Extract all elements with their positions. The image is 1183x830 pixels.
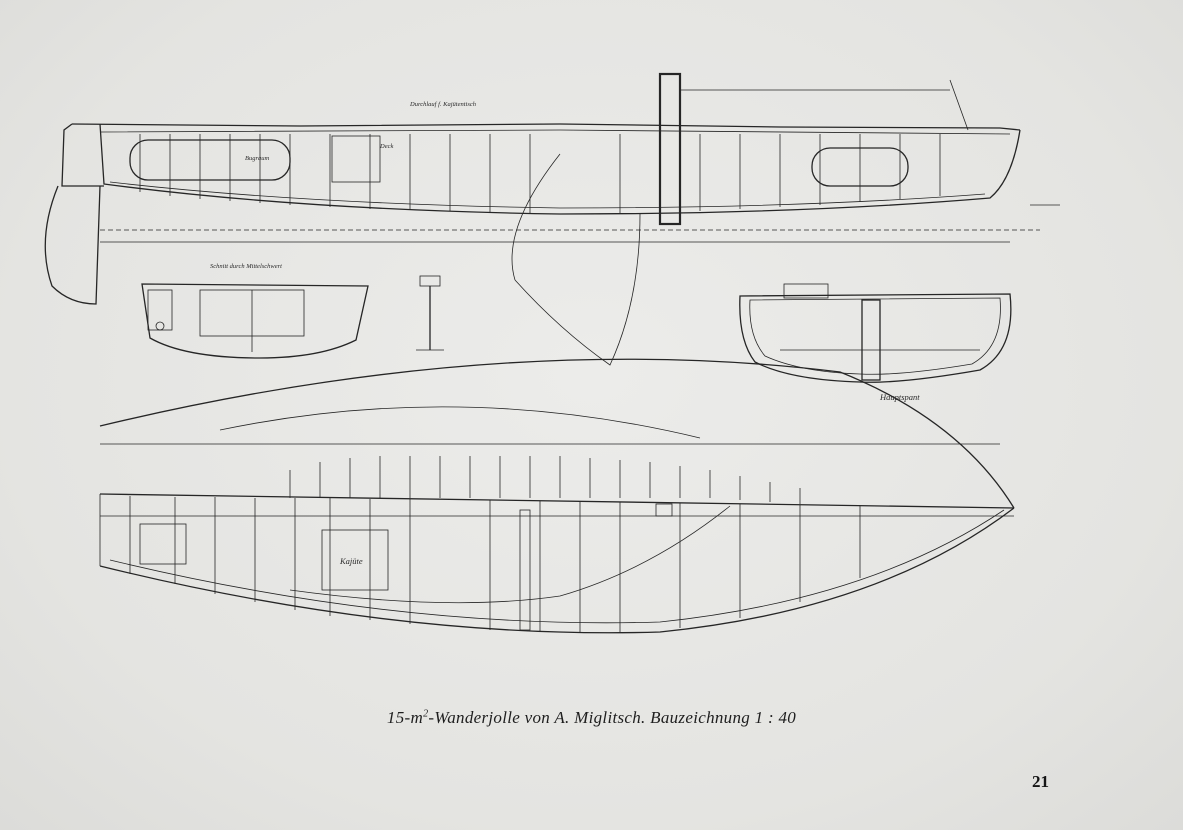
cabin-label: Kajüte bbox=[339, 556, 363, 566]
section-title: Schnitt durch Mittelschwert bbox=[210, 263, 282, 270]
caption-prefix: 15-m bbox=[386, 708, 424, 727]
boat-construction-drawing: Durchlauf f. Kajütentisch Bugraum Deck S… bbox=[44, 72, 1060, 634]
side-view-note: Durchlauf f. Kajütentisch bbox=[409, 101, 476, 108]
bow-label: Bugraum bbox=[245, 155, 270, 162]
fitting-detail bbox=[416, 275, 444, 351]
caption-suffix: -Wanderjolle von A. Miglitsch. Bauzeichn… bbox=[428, 708, 797, 727]
midship-section: Hauptspant bbox=[739, 283, 1012, 402]
deck-label: Deck bbox=[379, 143, 393, 150]
section-view-left: Schnitt durch Mittelschwert bbox=[141, 263, 369, 359]
figure-caption: 15-m2-Wanderjolle von A. Miglitsch. Bauz… bbox=[0, 708, 1183, 728]
midship-title: Hauptspant bbox=[879, 392, 920, 402]
plan-view: Kajüte bbox=[99, 358, 1015, 634]
page-number: 21 bbox=[1032, 772, 1049, 791]
caption-superscript: 2 bbox=[423, 708, 429, 720]
side-elevation: Durchlauf f. Kajütentisch Bugraum Deck bbox=[44, 72, 1060, 366]
